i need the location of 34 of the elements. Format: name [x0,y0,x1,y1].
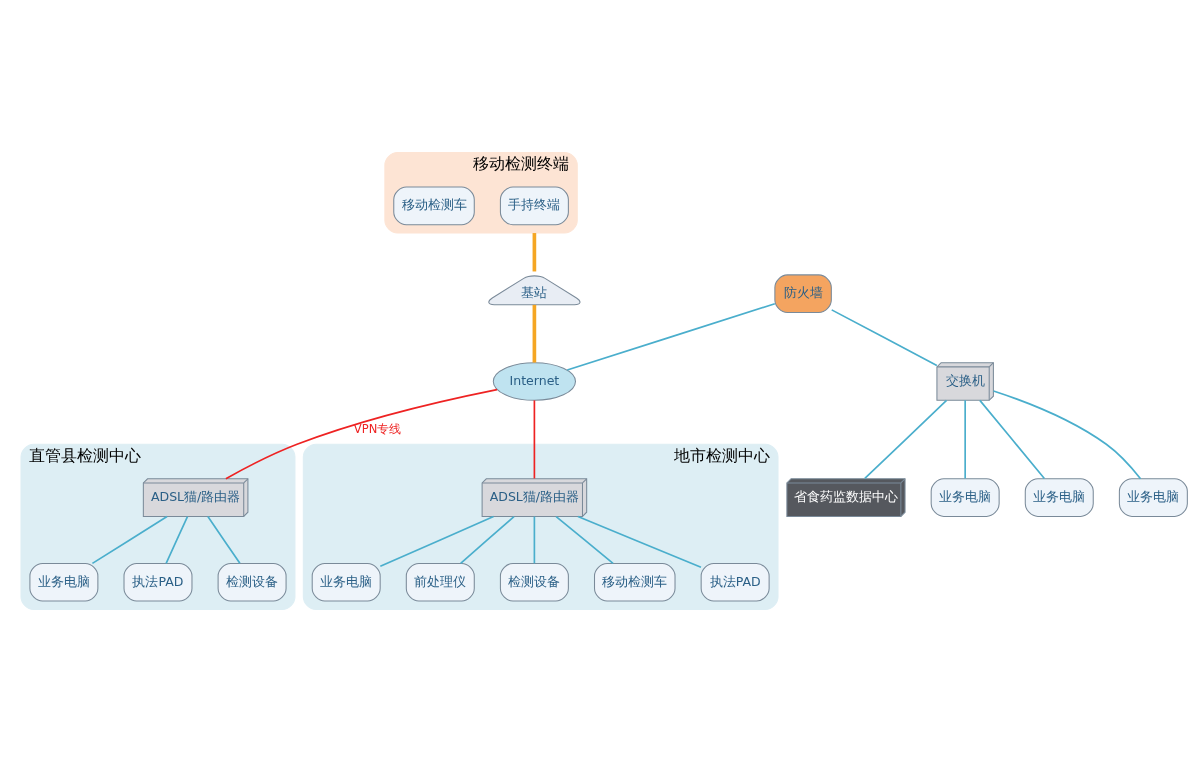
node-ellipse: Internet [492,362,576,401]
node-box: 业务电脑 [29,562,99,602]
connector [379,515,495,568]
node-box: 防火墙 [774,274,832,314]
node-box: 业务电脑 [930,478,1000,517]
node-box: 检测设备 [499,562,569,602]
connector [207,515,241,565]
node-box: 移动检测车 [393,186,475,226]
connector [165,515,189,565]
connector [533,515,536,565]
connector [91,515,168,565]
node-box: 前处理仪 [405,562,475,602]
node-box: 业务电脑 [311,562,381,602]
connector [532,304,537,363]
connector [964,399,966,480]
node-box: 执法PAD [700,562,770,602]
node-box: 手持终端 [499,186,569,226]
edge-label: VPN专线 [353,421,402,436]
connector [577,515,702,568]
connector [555,515,614,565]
node-box: 检测设备 [217,562,287,602]
connector [830,309,938,367]
connector [533,399,536,480]
connector [225,388,498,480]
connector [532,233,537,272]
node-box: 移动检测车 [594,562,676,602]
node-box: 执法PAD [123,562,193,602]
connector [992,390,1142,480]
connector [979,399,1046,480]
node-box: 业务电脑 [1118,478,1188,517]
connector [864,399,948,480]
connector [459,515,515,565]
connector [566,302,776,371]
node-box: 业务电脑 [1024,478,1094,517]
